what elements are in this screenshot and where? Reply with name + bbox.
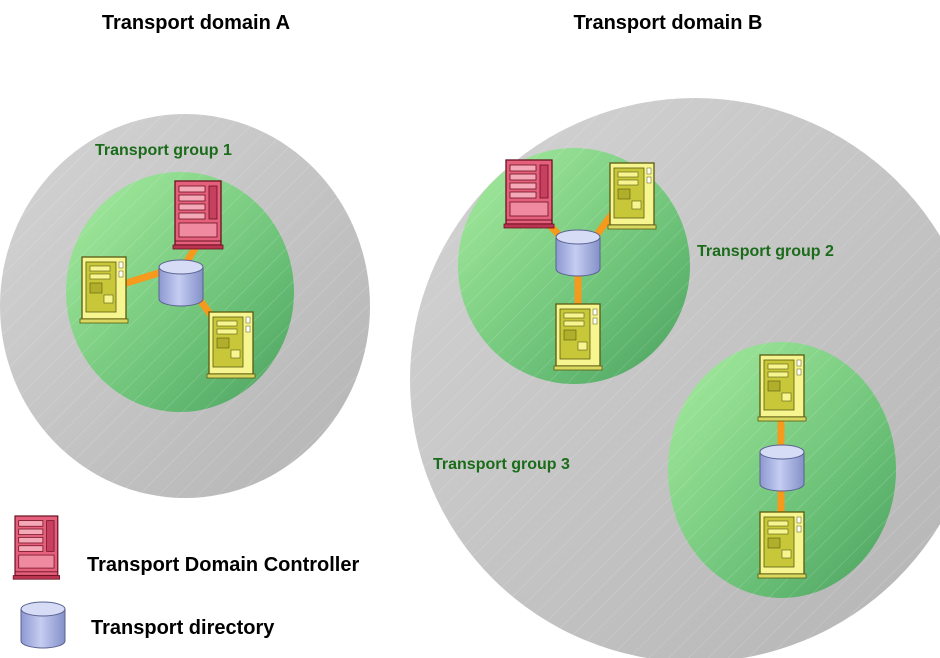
group-2-server-icon: [607, 162, 657, 230]
transport-domain-a: Transport domain A Transport group 1: [0, 12, 370, 498]
legend-controller-icon: [12, 515, 61, 580]
transport-group-3: Transport group 3: [433, 342, 896, 598]
group-3-directory-icon: [759, 444, 805, 492]
group-2-title: Transport group 2: [697, 243, 834, 260]
legend-directory-item: Transport directory: [20, 601, 275, 649]
group-3-title: Transport group 3: [433, 456, 570, 473]
group-1-directory-icon: [158, 259, 204, 307]
legend-directory-icon: [20, 601, 66, 649]
group-1-title: Transport group 1: [95, 142, 232, 159]
transport-domain-b: Transport domain B Transport group 2 Tra…: [410, 12, 940, 658]
group-2-controller-icon: [503, 159, 555, 229]
group-3-server-icon: [757, 354, 807, 422]
domain-a-title: Transport domain A: [102, 12, 290, 34]
group-3-server-icon: [757, 511, 807, 579]
group-2-server-icon: [553, 303, 603, 371]
group-1-server-icon: [79, 256, 129, 324]
group-1-server-icon: [206, 311, 256, 379]
legend: Transport Domain Controller Transport di…: [12, 515, 359, 649]
domain-b-title: Transport domain B: [574, 12, 763, 34]
legend-directory-label: Transport directory: [91, 617, 275, 639]
group-1-controller-icon: [172, 180, 224, 250]
group-2-directory-icon: [555, 229, 601, 277]
legend-controller-item: Transport Domain Controller: [12, 515, 359, 580]
transport-group-1: Transport group 1: [66, 142, 294, 412]
transport-group-2: Transport group 2: [458, 148, 834, 384]
legend-controller-label: Transport Domain Controller: [87, 554, 359, 576]
